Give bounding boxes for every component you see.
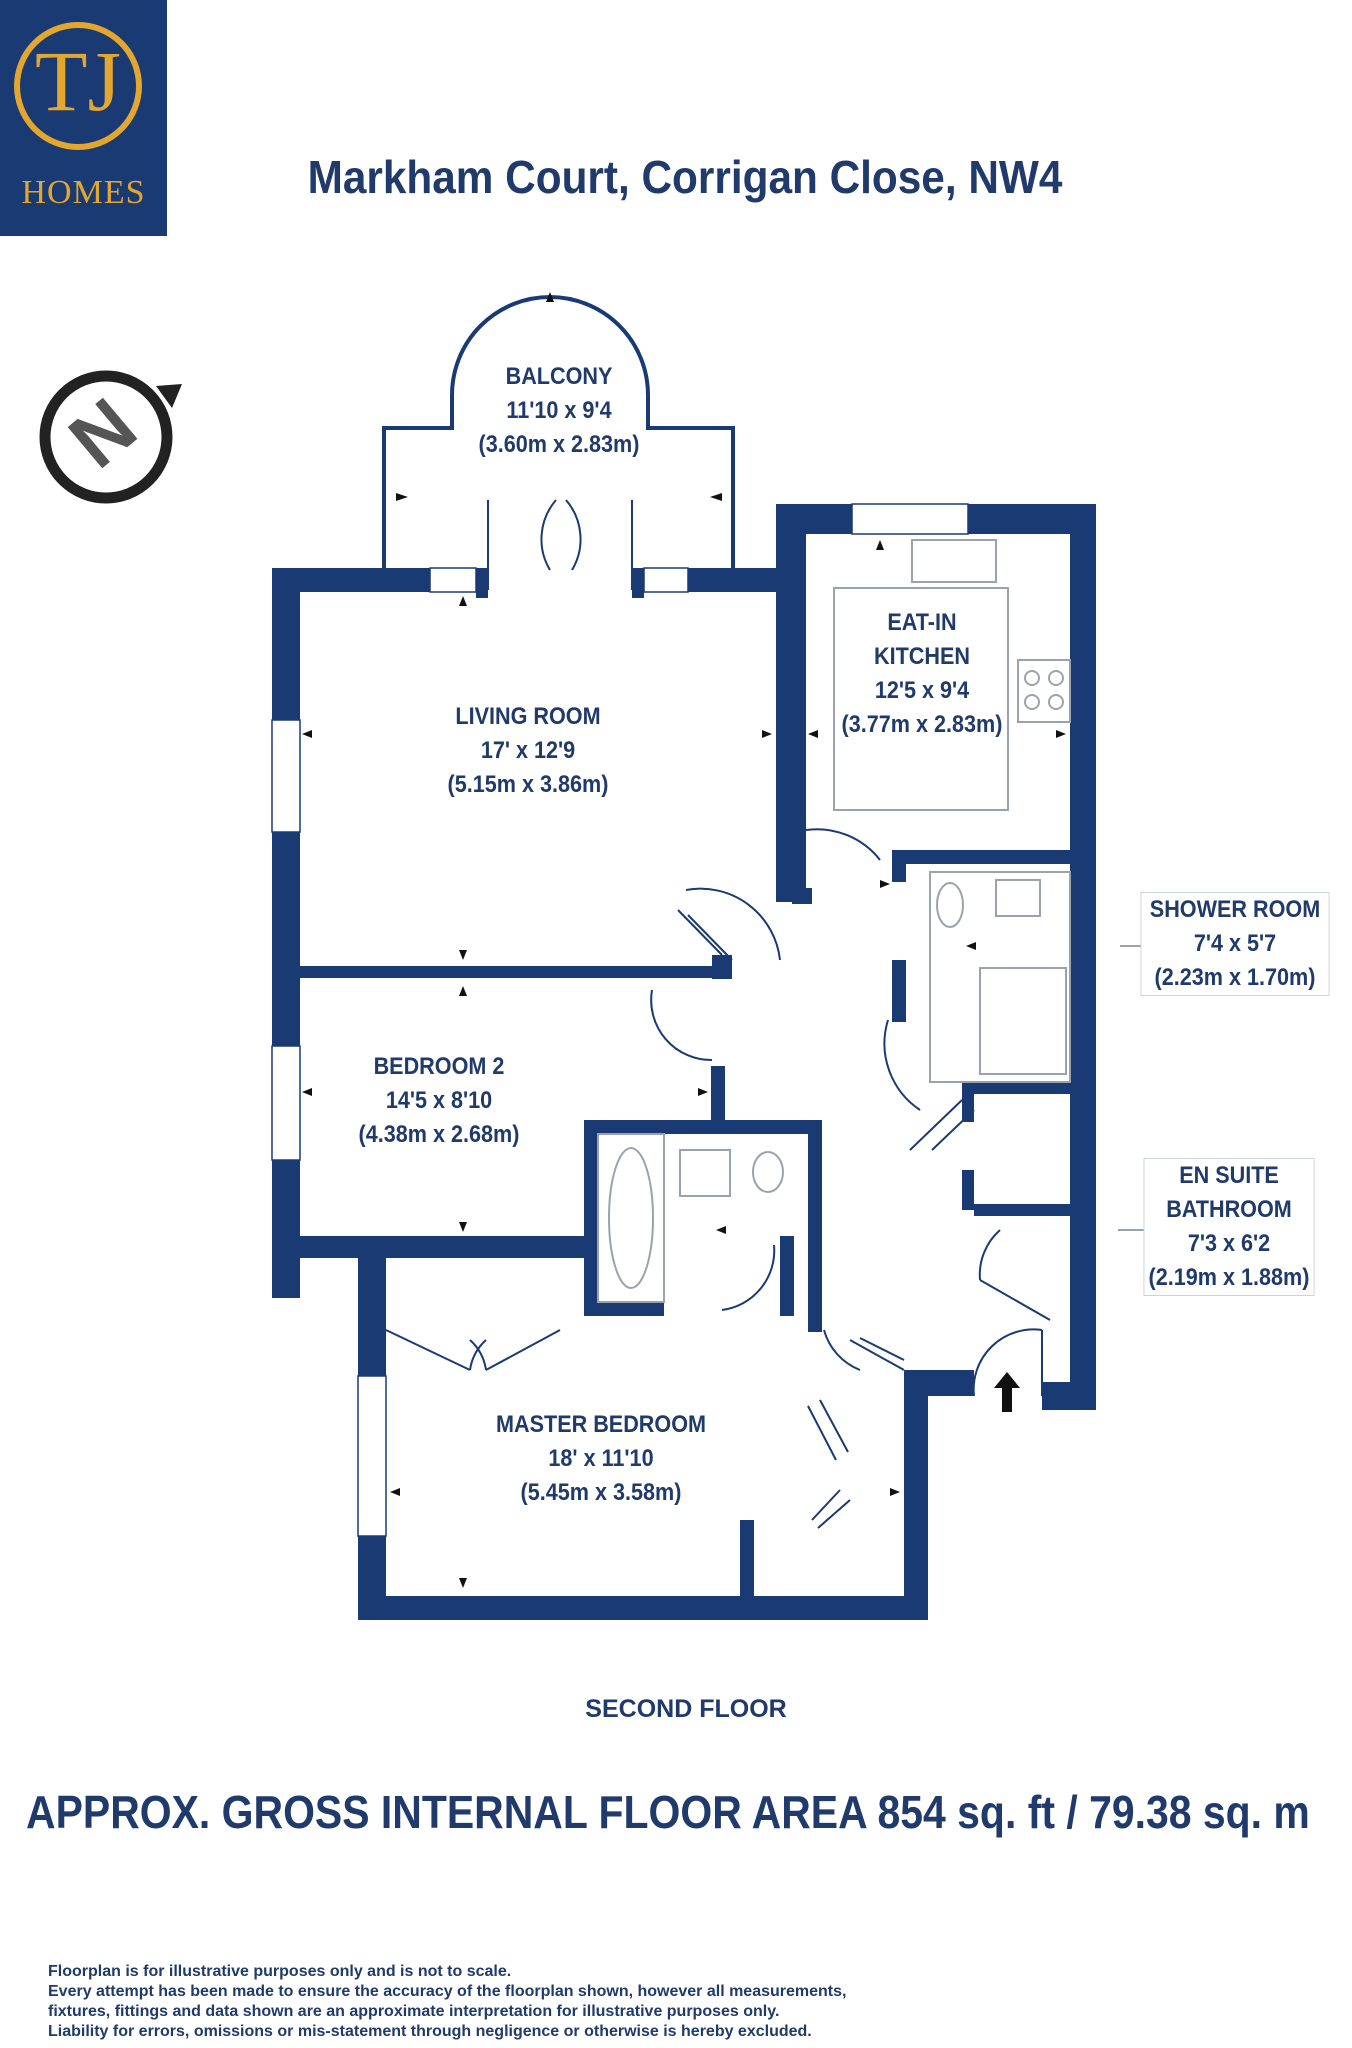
logo-name: HOMES — [21, 174, 146, 211]
logo-ring — [14, 22, 142, 150]
dimension-arrows — [302, 292, 1066, 1588]
disclaimer-line: Every attempt has been made to ensure th… — [48, 1983, 847, 2000]
doors — [385, 499, 1051, 1529]
north-compass-icon: N — [39, 370, 182, 504]
disclaimer: Floorplan is for illustrative purposes o… — [48, 1962, 1148, 2042]
disclaimer-line: Liability for errors, omissions or mis-s… — [48, 2023, 812, 2040]
brand-logo: TJ HOMES — [0, 0, 167, 236]
floor-area: APPROX. GROSS INTERNAL FLOOR AREA 854 sq… — [26, 1786, 1310, 1838]
windows — [271, 503, 969, 1537]
walls — [272, 504, 1096, 1620]
floor-label: SECOND FLOOR — [585, 1695, 787, 1723]
property-title: Markham Court, Corrigan Close, NW4 — [307, 151, 1063, 203]
logo-monogram: TJ — [35, 33, 121, 129]
disclaimer-line: Floorplan is for illustrative purposes o… — [48, 1963, 512, 1980]
disclaimer-line: fixtures, fittings and data shown are an… — [48, 2003, 780, 2020]
